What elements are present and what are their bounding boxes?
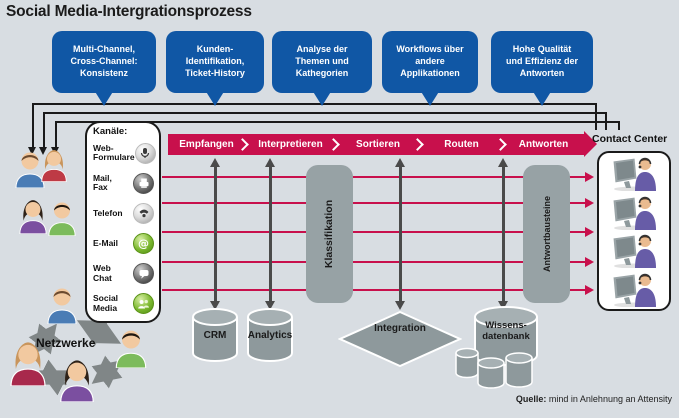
network-person-icon xyxy=(60,360,94,402)
network-person-icon xyxy=(47,288,77,324)
integration-diamond-icon xyxy=(338,310,462,368)
connector-line xyxy=(605,112,607,130)
down-arrow-icon xyxy=(28,147,36,155)
flow-line xyxy=(162,202,586,204)
callout-tail xyxy=(532,90,552,106)
connector-line xyxy=(595,103,597,130)
connector-line xyxy=(32,103,34,148)
connector-line xyxy=(55,121,57,148)
customer-icon xyxy=(41,150,67,182)
agent-icon xyxy=(612,196,656,230)
klassifikation-box: Klassifikation xyxy=(306,165,353,303)
social-media-icon xyxy=(133,293,154,315)
callout-tail xyxy=(205,90,225,106)
integration-label: Integration xyxy=(374,323,426,334)
process-step-sortieren: Sortieren xyxy=(356,139,400,150)
netzwerke-label: Netzwerke xyxy=(36,336,96,350)
phone-icon xyxy=(133,202,154,224)
callout-workflows: Workflows über andere Applikationen xyxy=(382,31,478,93)
flow-line xyxy=(162,176,586,178)
process-step-routen: Routen xyxy=(444,139,479,150)
connector-line xyxy=(43,112,605,114)
contact-center-label: Contact Center xyxy=(592,133,668,145)
email-icon: @ xyxy=(133,233,154,255)
connector-line xyxy=(43,112,45,148)
small-database-icon xyxy=(505,352,533,388)
crm-database-icon xyxy=(192,308,238,362)
callout-qualitaet: Hohe Qualität und Effizienz der Antworte… xyxy=(491,31,593,93)
flow-arrow-icon xyxy=(585,257,594,267)
page-title: Social Media-Intergrationsprozess xyxy=(6,3,252,20)
analytics-label: Analytics xyxy=(247,330,293,341)
callout-tail xyxy=(94,90,114,106)
channel-social-media: Social Media xyxy=(93,289,154,319)
channel-email: E-Mail @ xyxy=(93,229,154,259)
channel-web-chat: Web Chat xyxy=(93,259,154,289)
process-step-antworten: Antworten xyxy=(518,139,569,150)
agent-icon xyxy=(612,234,656,269)
callout-tail xyxy=(420,90,440,106)
callout-kunden-identifikation: Kunden- Identifikation, Ticket-History xyxy=(166,31,264,93)
channel-telefon: Telefon xyxy=(93,198,154,228)
small-database-icon xyxy=(455,347,479,379)
customer-icon xyxy=(19,200,47,234)
double-arrow-crm xyxy=(208,158,222,310)
customer-icon xyxy=(15,152,45,188)
agent-icon xyxy=(612,272,656,307)
wissensdatenbank-label: Wissens- datenbank xyxy=(482,320,530,342)
agent-icon xyxy=(612,157,656,192)
flow-line xyxy=(162,289,586,291)
connector-line xyxy=(55,121,618,123)
flow-line xyxy=(162,231,586,233)
antwortbausteine-box: Antwortbausteine xyxy=(523,165,570,303)
process-step-empfangen: Empfangen xyxy=(179,139,234,150)
web-chat-icon xyxy=(133,263,154,285)
down-arrow-icon xyxy=(39,147,47,155)
flow-arrow-icon xyxy=(585,285,594,295)
flow-arrow-icon xyxy=(585,172,594,182)
flow-arrow-icon xyxy=(585,198,594,208)
process-step-interpretieren: Interpretieren xyxy=(258,139,323,150)
channels-panel: Kanäle: Web- Formulare Mail, Fax Telefon… xyxy=(85,121,161,323)
network-person-icon xyxy=(115,330,147,368)
channel-web-formulare: Web- Formulare xyxy=(93,138,156,168)
customer-icon xyxy=(48,202,76,236)
flow-arrow-icon xyxy=(585,227,594,237)
analytics-database-icon xyxy=(247,308,293,362)
flow-line xyxy=(162,261,586,263)
channels-header: Kanäle: xyxy=(93,126,128,137)
mail-fax-icon xyxy=(133,172,154,194)
small-database-icon xyxy=(477,357,505,389)
connector-line xyxy=(618,121,620,130)
process-band-arrow-icon xyxy=(584,131,597,157)
callout-analyse-themen: Analyse der Themen und Kathegorien xyxy=(272,31,372,93)
callout-tail xyxy=(312,90,332,106)
network-arrows xyxy=(28,318,123,396)
channel-mail-fax: Mail, Fax xyxy=(93,168,154,198)
source-note: Quelle: mind in Anlehnung an Attensity xyxy=(515,394,672,404)
double-arrow-analytics xyxy=(263,158,277,310)
process-band: Empfangen Interpretieren Sortieren Route… xyxy=(168,134,584,155)
callout-multi-channel: Multi-Channel, Cross-Channel: Konsistenz xyxy=(52,31,156,93)
double-arrow-wissensdatenbank xyxy=(496,158,510,310)
crm-label: CRM xyxy=(203,330,227,341)
double-arrow-integration xyxy=(393,158,407,310)
web-form-icon xyxy=(134,142,156,164)
contact-center-box xyxy=(597,151,671,311)
